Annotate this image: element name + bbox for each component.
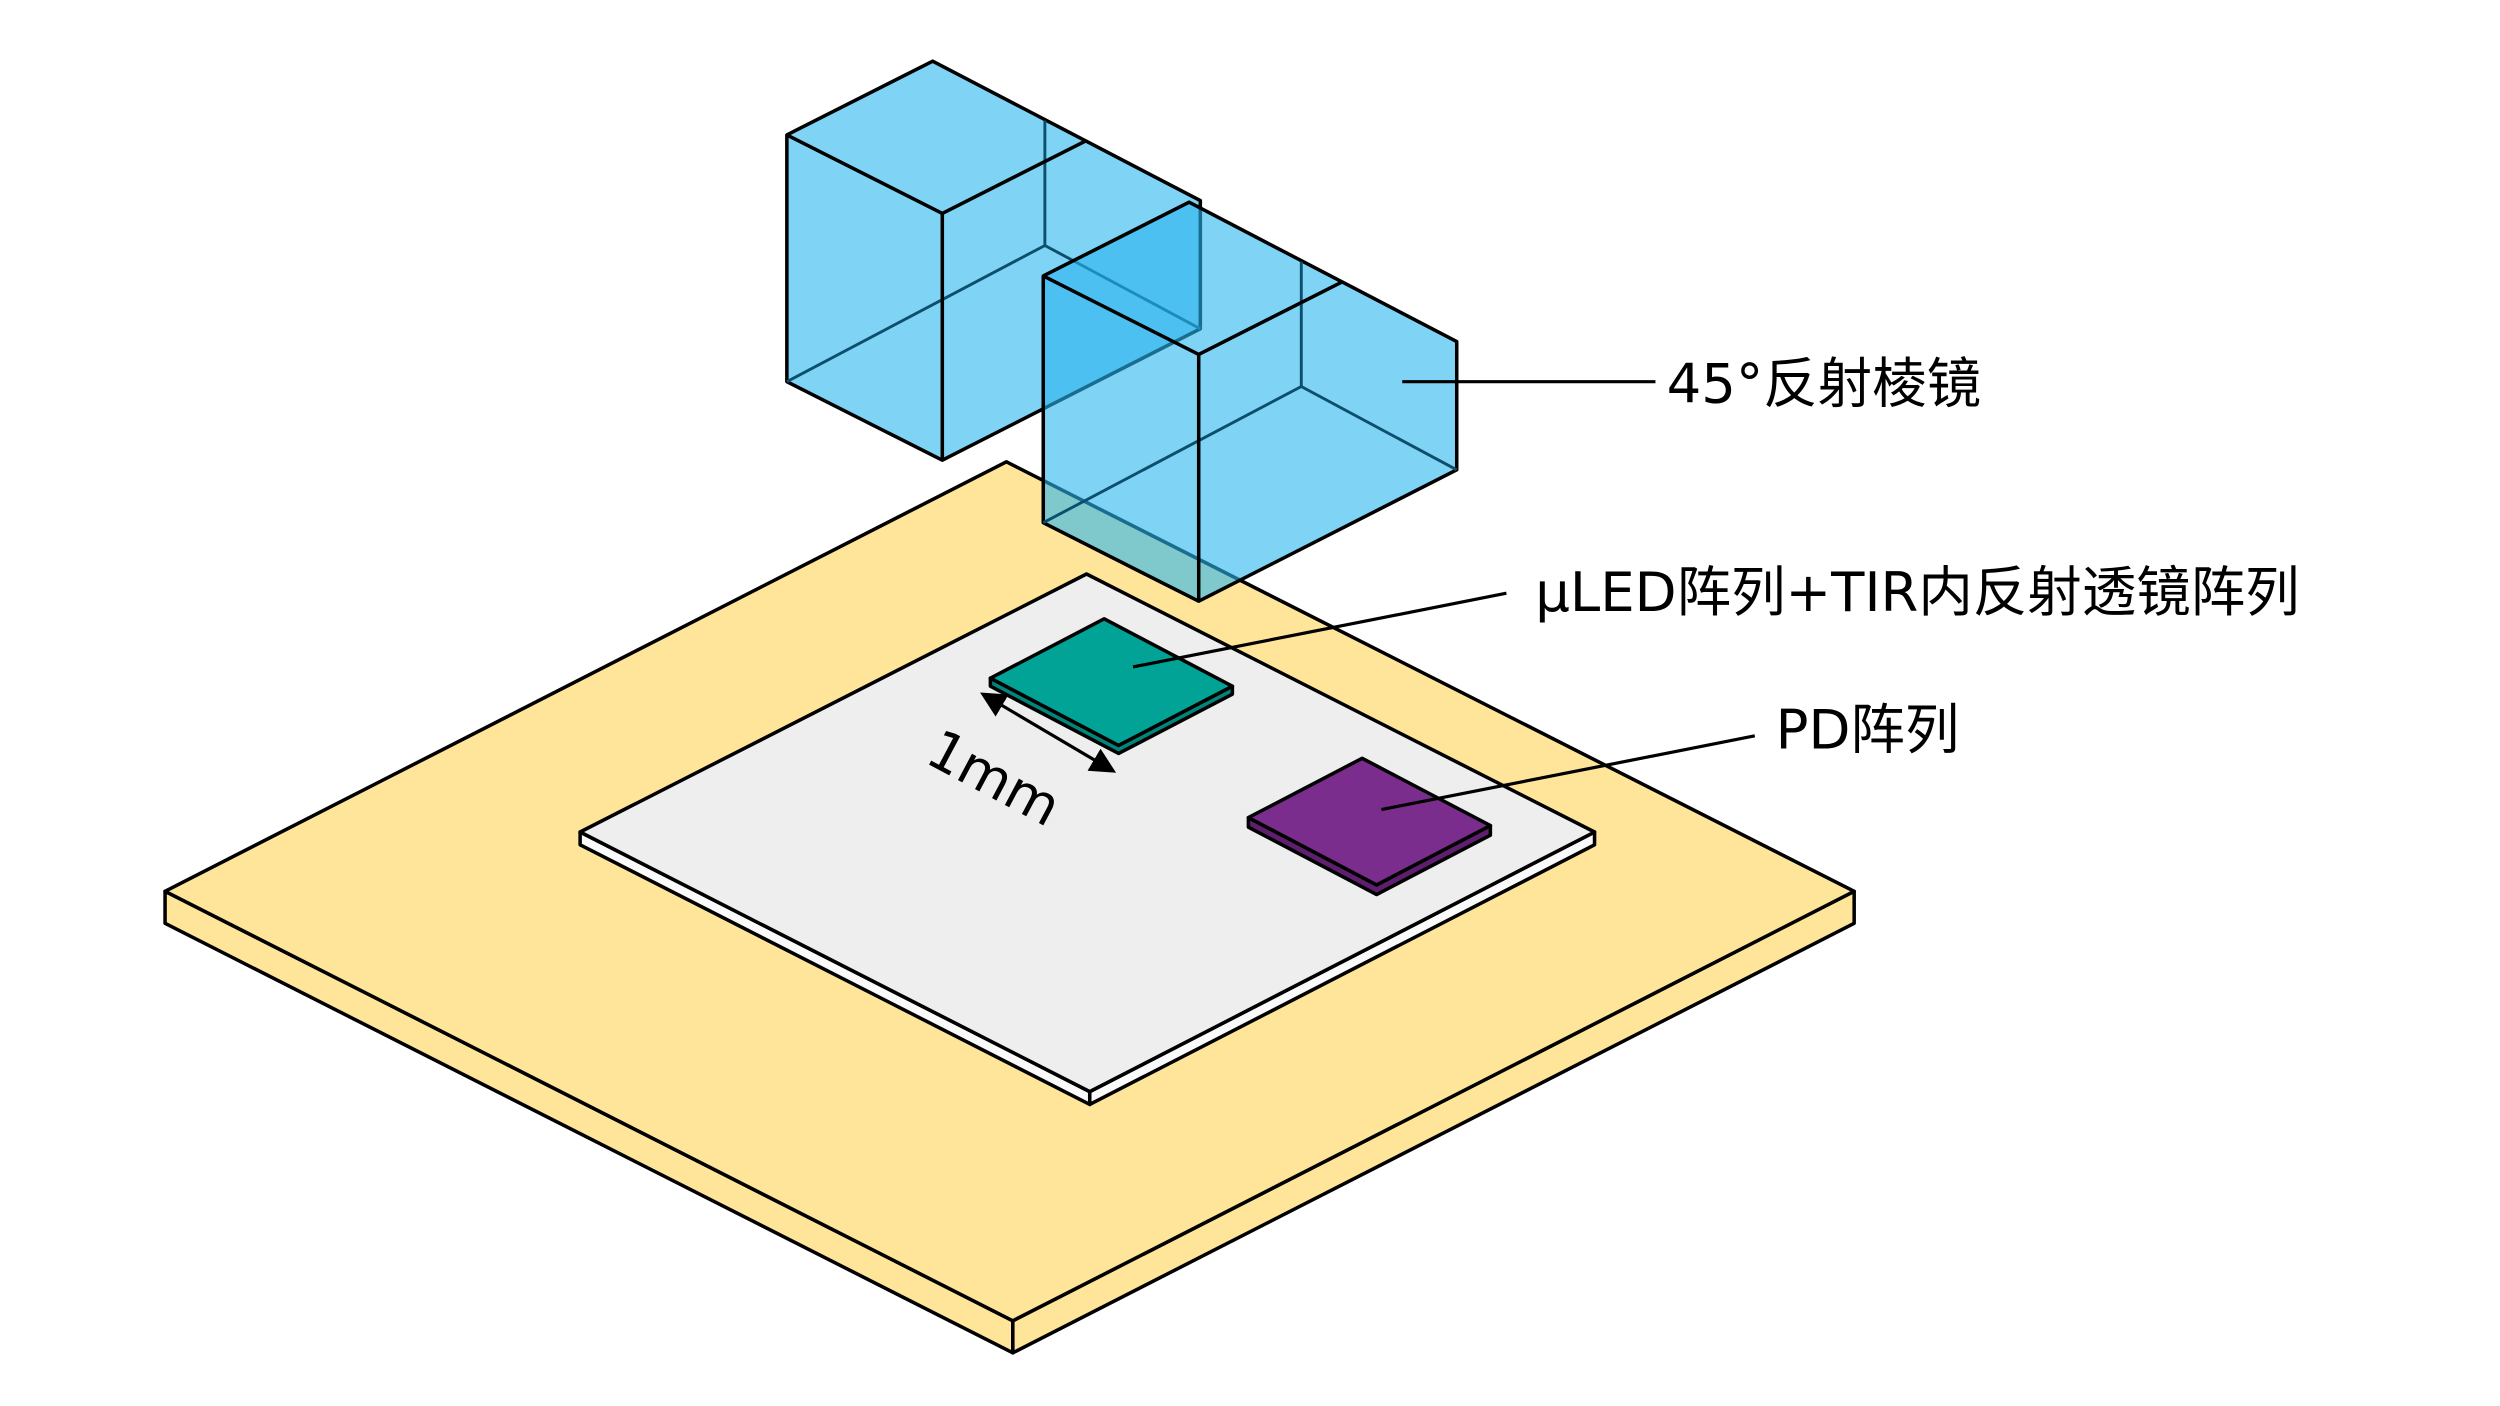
label-pd-array: PD阵列 (1776, 698, 1960, 762)
label-led-array: μLED阵列+TIR内反射透镜阵列 (1535, 560, 2299, 624)
plate-top (578, 572, 1597, 1094)
callout-led-array: μLED阵列+TIR内反射透镜阵列 (1132, 560, 2300, 669)
leader-line-led (1132, 591, 1507, 669)
chip-plate (578, 572, 1597, 1107)
pd-array-chip (1246, 756, 1493, 897)
callout-pd-array: PD阵列 (1381, 698, 1960, 812)
callout-prism: 45°反射棱镜 (1402, 352, 1981, 416)
prism-right-body (1041, 200, 1459, 604)
pd-chip-top (1246, 756, 1493, 887)
leader-line-pd (1381, 734, 1756, 812)
scale-arrow (980, 692, 1117, 773)
prism-right (1041, 200, 1459, 604)
label-prism: 45°反射棱镜 (1667, 352, 1981, 416)
